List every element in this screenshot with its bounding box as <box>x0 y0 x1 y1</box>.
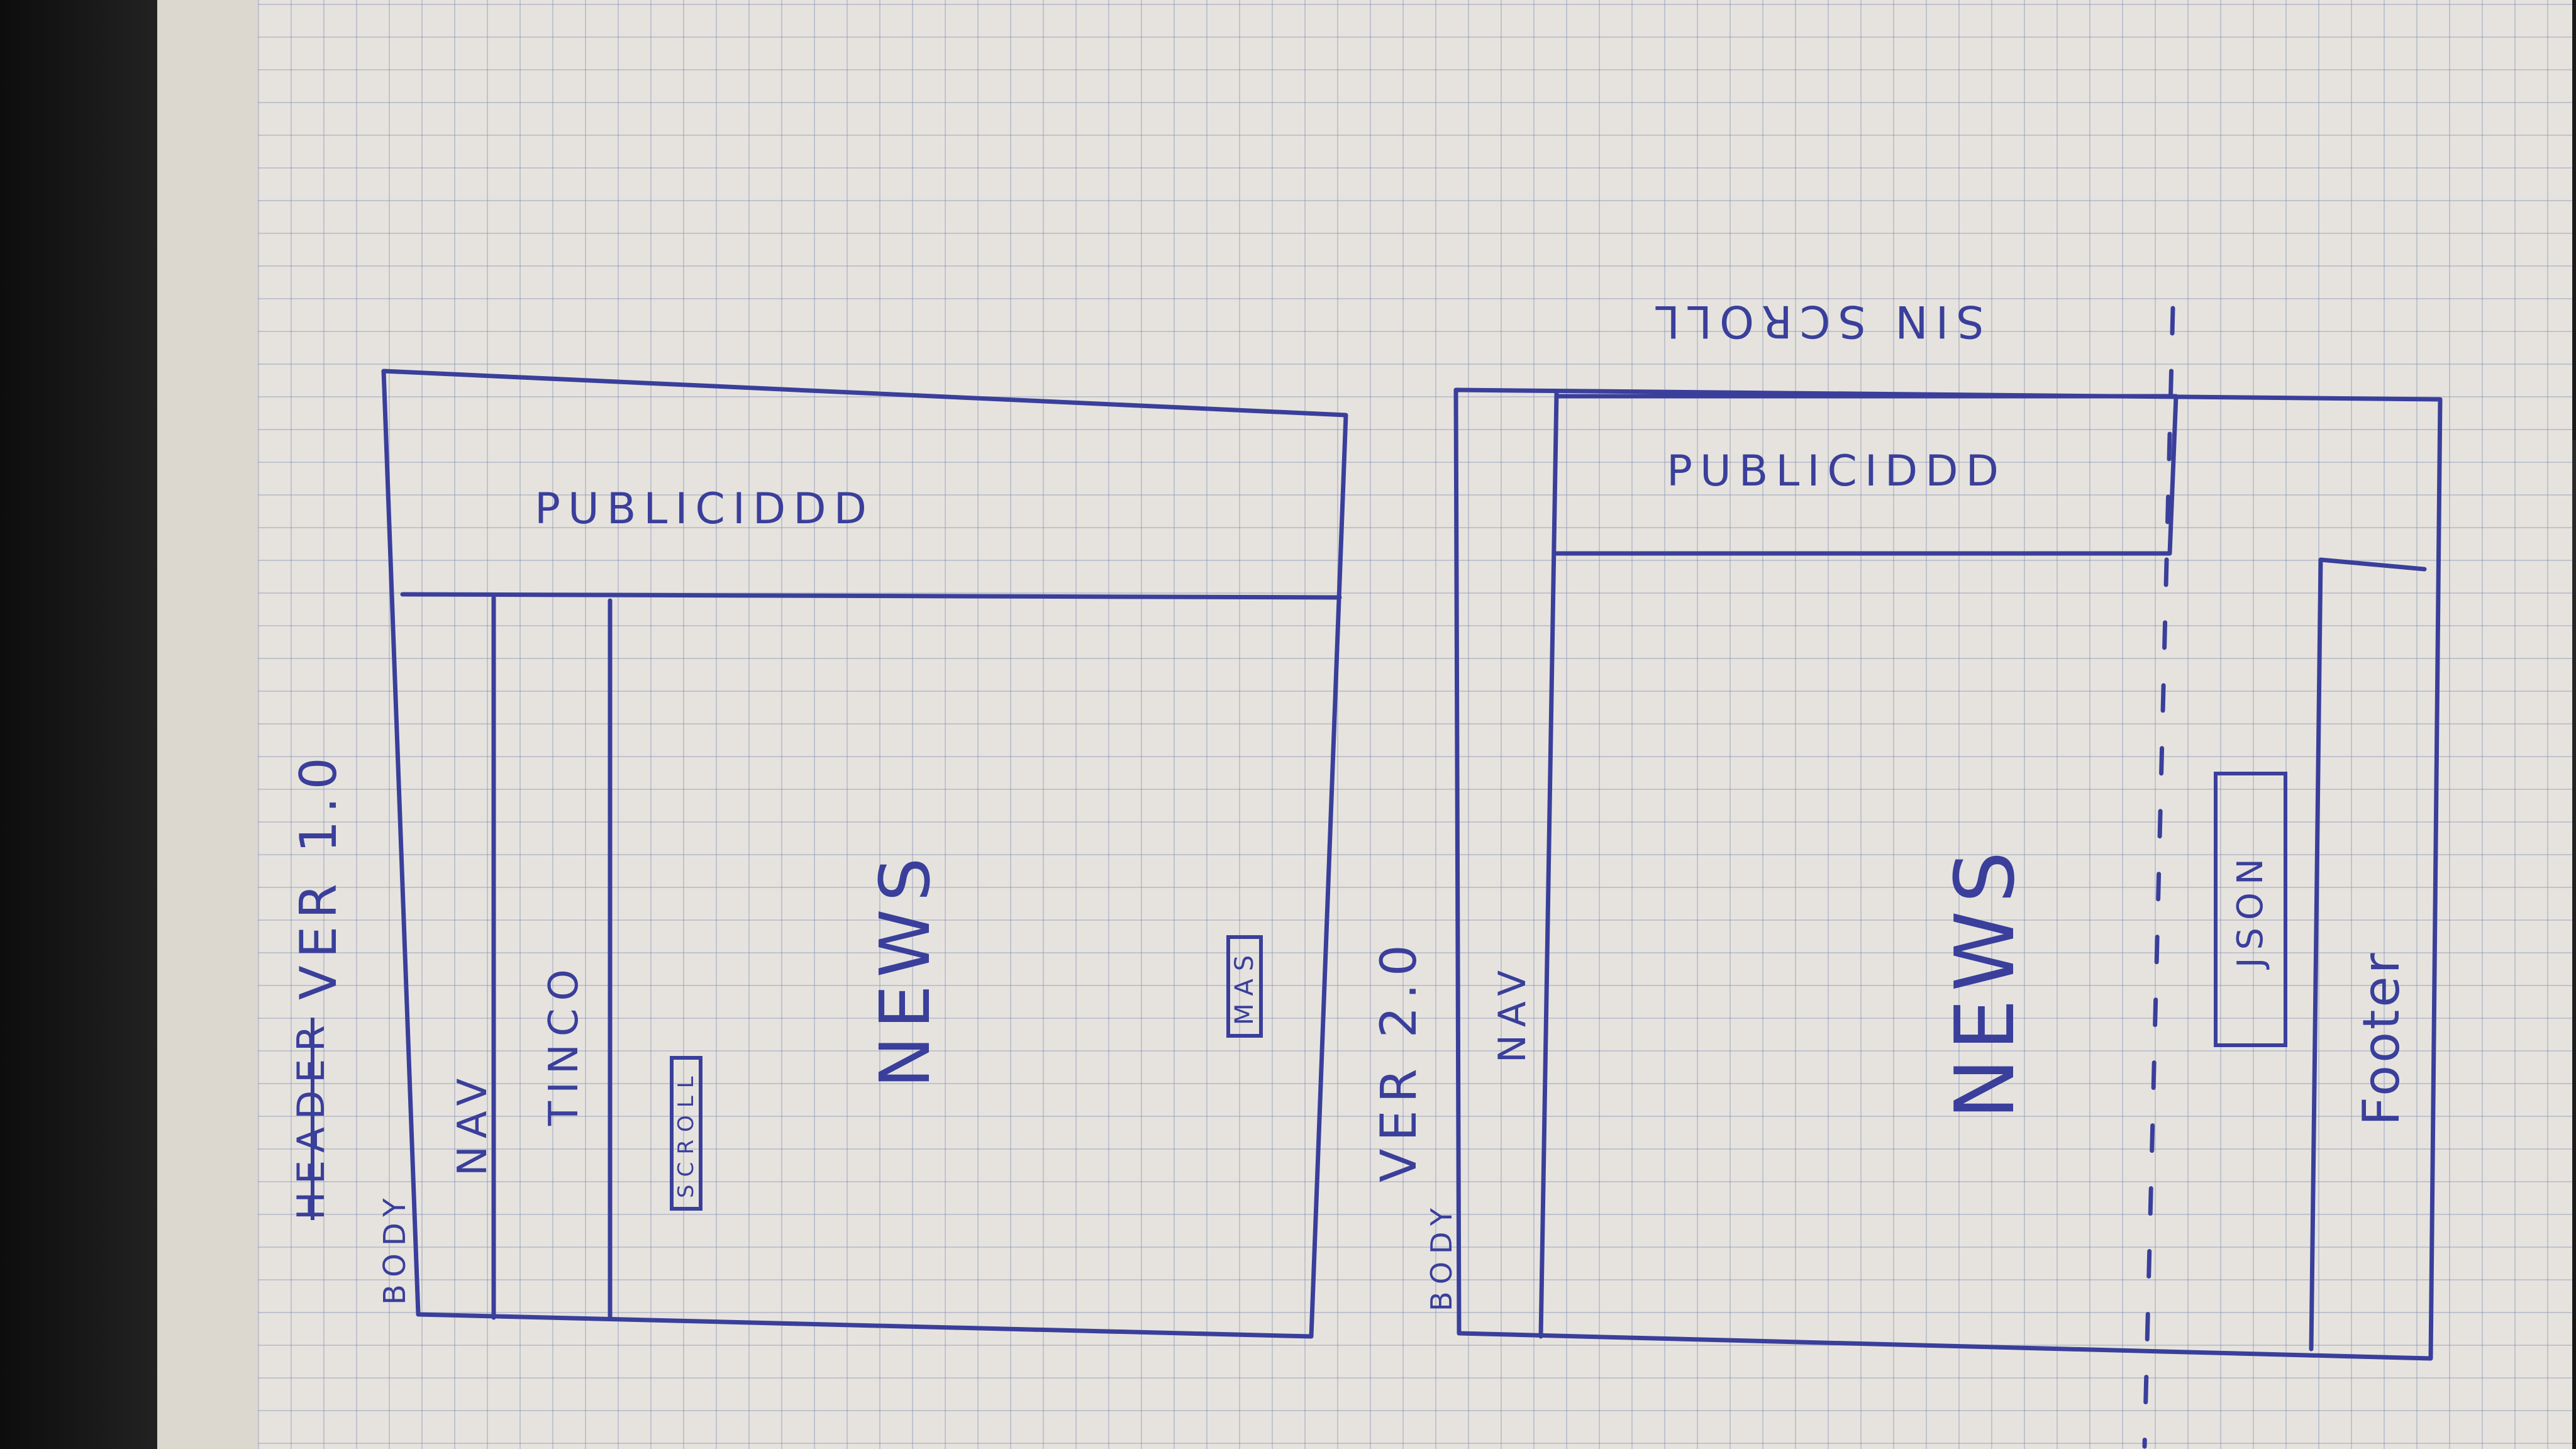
grid-paper <box>157 0 2572 1449</box>
v2-nav-label: NAV <box>1491 962 1535 1063</box>
v2-body-label: BODY <box>1424 1201 1458 1311</box>
v1-mas-box: MAS <box>1226 935 1263 1038</box>
v2-sin-scroll-label: SIN SCROLL <box>1648 296 1984 347</box>
v1-tinco-label: TINCO <box>541 962 587 1126</box>
v1-version-label: VER 1.0 <box>289 750 348 1000</box>
v2-version-label: VER 2.0 <box>1371 937 1428 1182</box>
v1-body-label: BODY <box>377 1191 413 1305</box>
sketch-v1-frame <box>381 369 1348 1339</box>
v1-struck-header: HEADER <box>289 1018 333 1220</box>
sketch-v2-frame <box>1453 306 2443 1449</box>
v2-json-box: JSON <box>2214 771 2287 1047</box>
v2-publicidad-label: PUBLICIDDD <box>1667 447 2006 496</box>
v1-nav-label: NAV <box>450 1070 496 1176</box>
v2-news-label: NEWS <box>1937 843 2033 1119</box>
v1-publicidad-label: PUBLICIDDD <box>535 484 874 534</box>
v2-footer-label: Footer <box>2352 950 2411 1126</box>
v1-scroll-box: SCROLL <box>670 1056 702 1211</box>
paper-margin <box>157 0 258 1449</box>
v1-news-label: NEWS <box>865 850 945 1088</box>
